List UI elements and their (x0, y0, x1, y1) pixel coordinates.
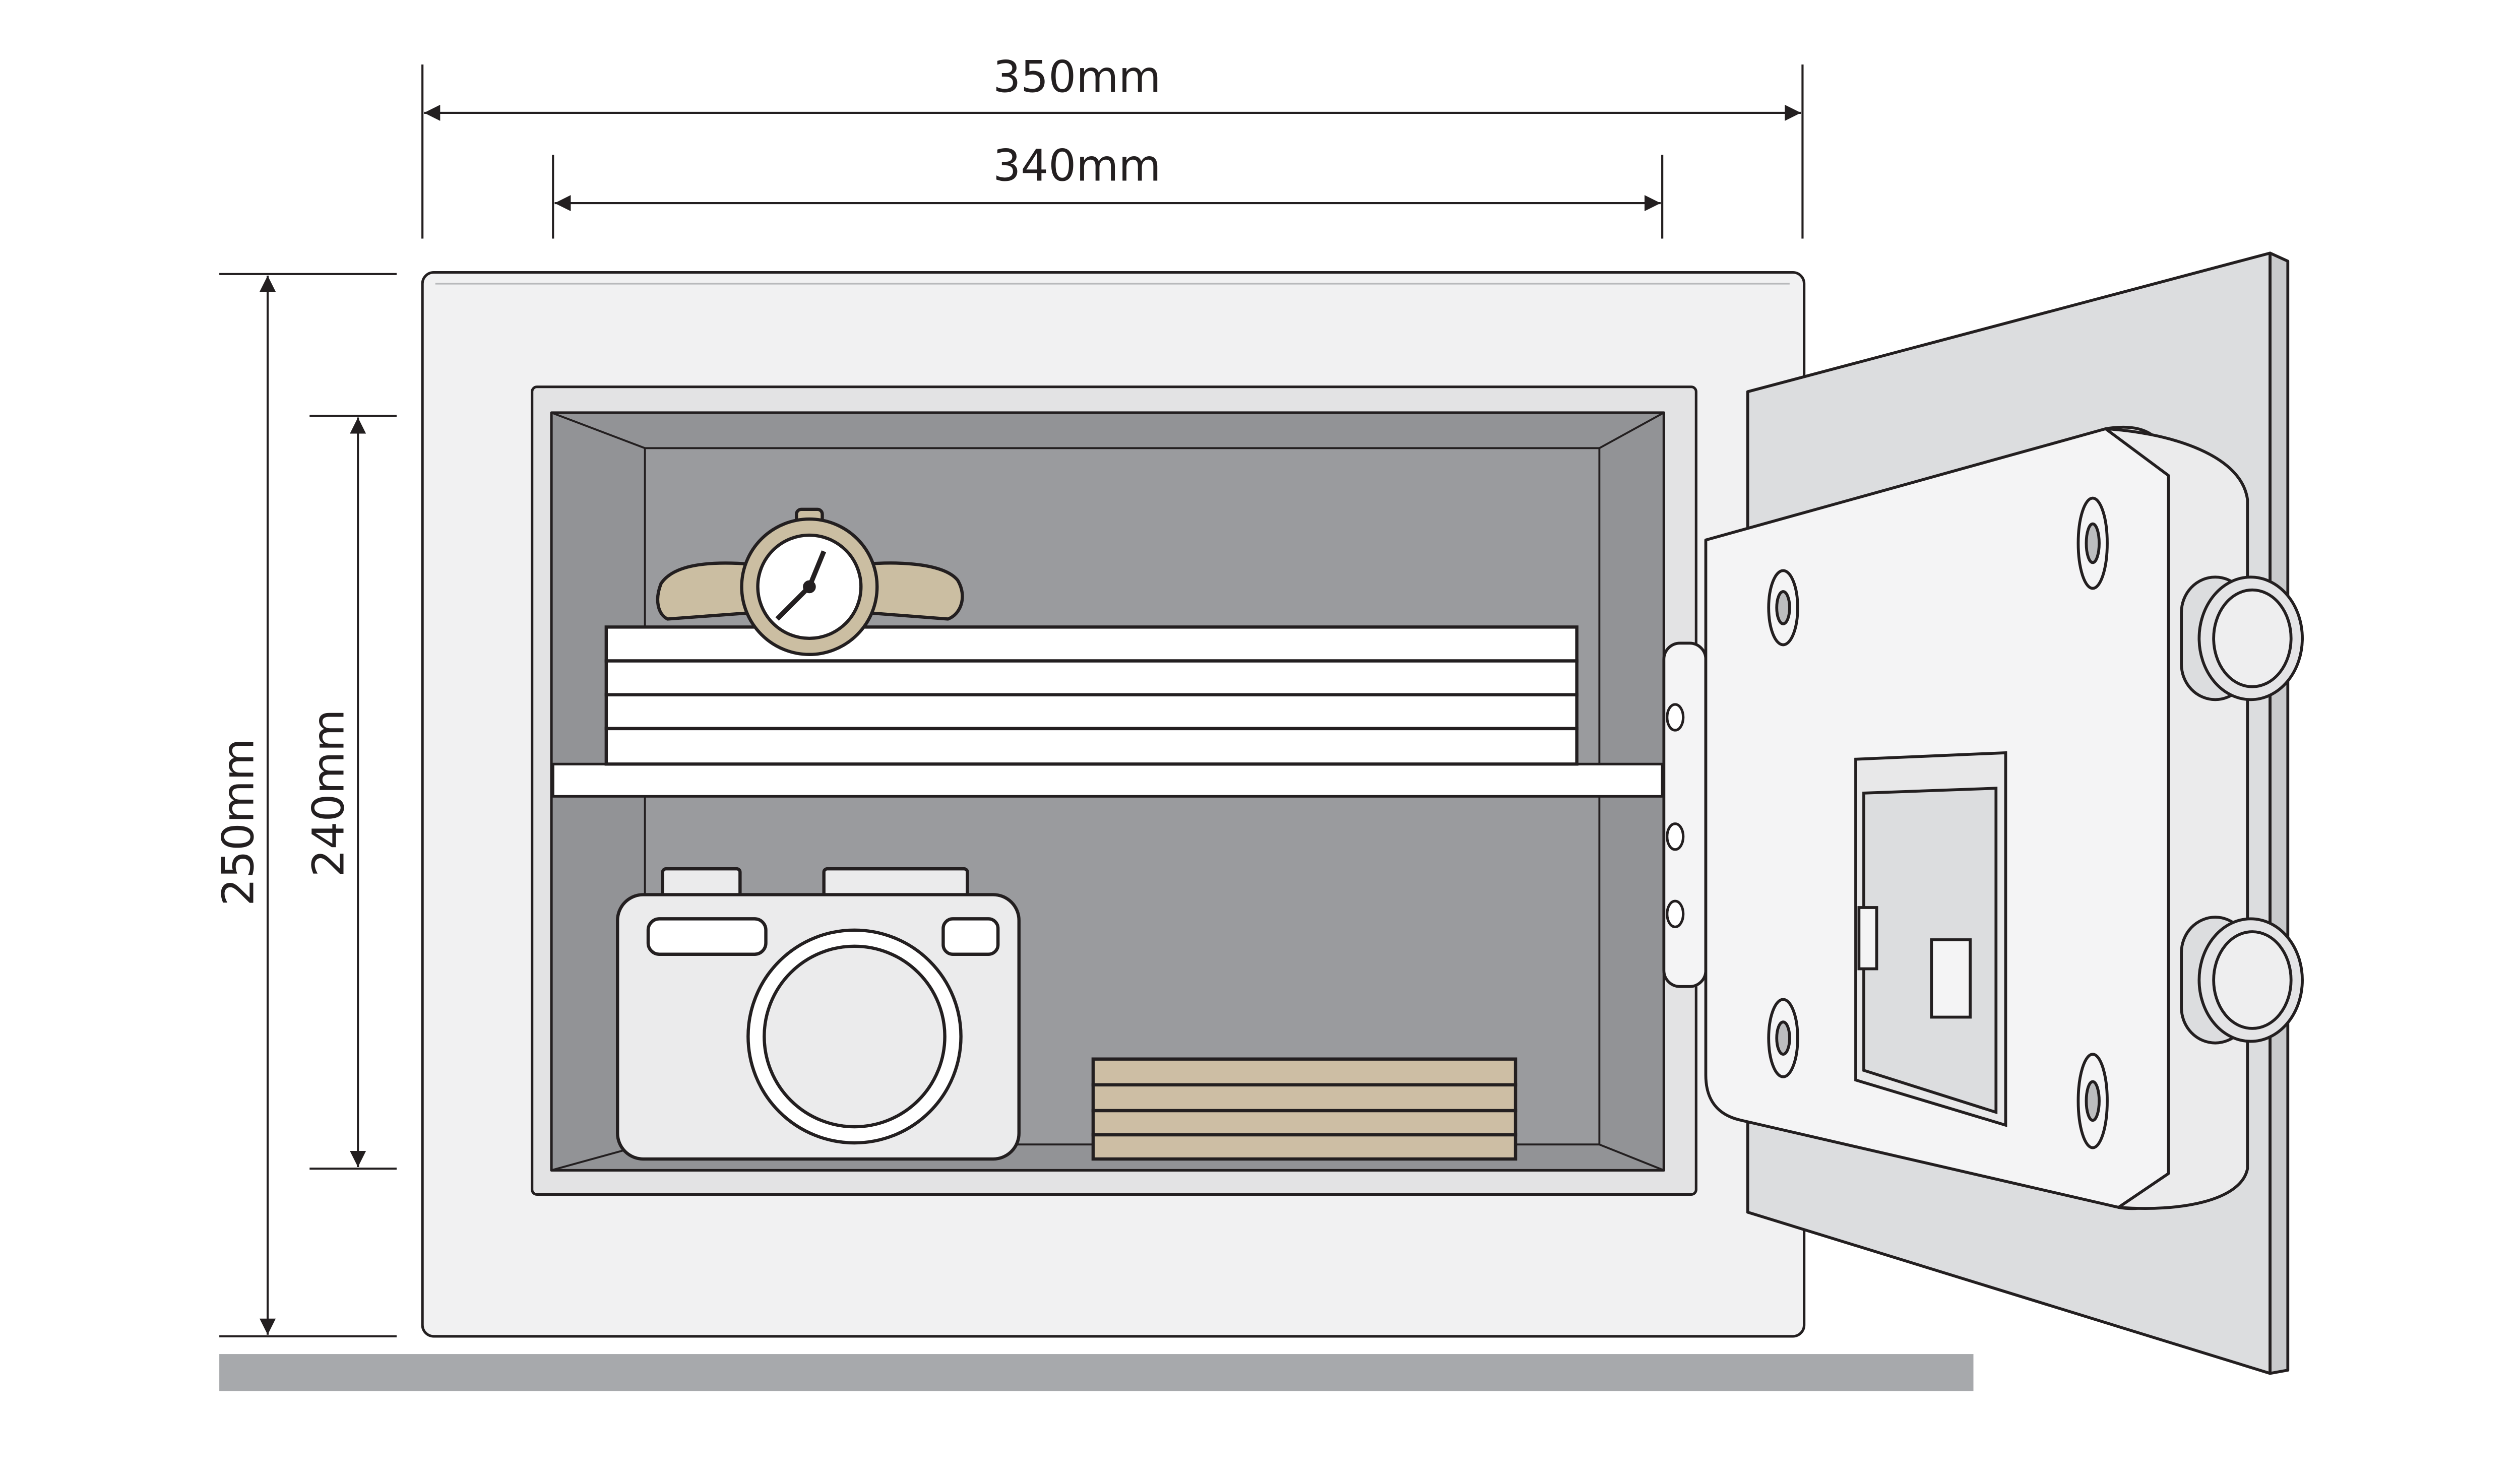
inner-width-label: 340mm (993, 141, 1161, 191)
keypad-slot (1857, 906, 1878, 971)
cash-bundle-icon (1091, 1057, 1518, 1161)
door-screws (1767, 496, 2109, 1149)
outer-width-label: 350mm (993, 52, 1161, 102)
keypad-icon (1854, 751, 2007, 1127)
inner-height-label: 240mm (303, 709, 354, 877)
wristwatch-icon (656, 507, 964, 656)
floor-bar (219, 1354, 1974, 1391)
keypad-button (1930, 938, 1972, 1019)
hinge-screws (1666, 703, 1685, 928)
dimension-lines (219, 64, 1804, 1337)
document-stack-icon (604, 625, 1579, 766)
camera-icon (616, 867, 1021, 1161)
shelf (551, 762, 1664, 798)
door-hinge (1662, 641, 1708, 988)
locking-bolt-icon (2180, 575, 2304, 1045)
outer-height-label: 250mm (213, 738, 264, 906)
safe-body (421, 271, 1806, 1338)
